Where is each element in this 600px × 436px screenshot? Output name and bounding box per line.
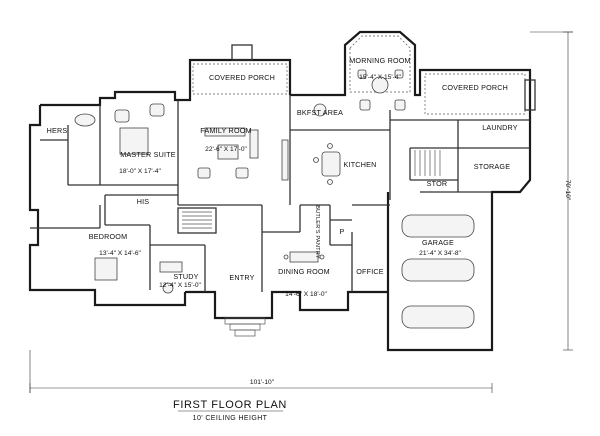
exterior-walls xyxy=(28,30,532,352)
label-family-room: FAMILY ROOM xyxy=(200,126,251,135)
dim-study: 12'-4" X 15'-0" xyxy=(159,282,201,289)
label-dining-room: DINING ROOM xyxy=(278,267,330,276)
label-bkfst-area: BKFST AREA xyxy=(297,108,343,117)
label-morning-room: MORNING ROOM xyxy=(349,56,411,65)
overall-width-dimension: 101'-10" xyxy=(29,350,493,393)
dim-bedroom: 13'-4" X 14'-6" xyxy=(99,250,141,257)
label-office: OFFICE xyxy=(356,267,384,276)
plan-title-block: FIRST FLOOR PLAN 10' CEILING HEIGHT xyxy=(173,399,287,422)
stairs xyxy=(182,150,441,229)
label-laundry: LAUNDRY xyxy=(482,123,518,132)
label-butlers-pantry: BUTLER'S PANTRY xyxy=(314,205,320,259)
label-bedroom: BEDROOM xyxy=(89,232,128,241)
room-labels: HERS MASTER SUITE 18'-0" X 17'-4" HIS FA… xyxy=(47,56,518,298)
porch-edges xyxy=(192,35,536,115)
label-kitchen: KITCHEN xyxy=(344,160,377,169)
interior-walls xyxy=(30,95,530,292)
dim-master-suite: 18'-0" X 17'-4" xyxy=(119,168,161,175)
furniture xyxy=(74,69,475,337)
label-master-suite: MASTER SUITE xyxy=(120,150,176,159)
dim-overall-depth: 70'-10" xyxy=(564,180,571,201)
label-storage: STORAGE xyxy=(474,162,510,171)
label-his: HIS xyxy=(137,197,150,206)
label-stor: STOR xyxy=(427,179,448,188)
dim-family-room: 22'-6" X 17'-0" xyxy=(205,146,247,153)
label-entry: ENTRY xyxy=(229,273,254,282)
dim-garage: 21'-4" X 34'-8" xyxy=(419,250,461,257)
label-study: STUDY xyxy=(173,272,198,281)
overall-depth-dimension: 70'-10" xyxy=(530,31,573,351)
plan-title: FIRST FLOOR PLAN xyxy=(173,399,287,411)
dim-overall-width: 101'-10" xyxy=(250,379,275,386)
plan-subtitle: 10' CEILING HEIGHT xyxy=(193,415,268,422)
label-powder: P xyxy=(340,227,345,236)
label-garage: GARAGE xyxy=(422,238,454,247)
label-hers: HERS xyxy=(47,126,68,135)
label-covered-porch-right: COVERED PORCH xyxy=(442,83,508,92)
dim-morning-room: 15'-4" X 15'-4" xyxy=(359,74,401,81)
dim-dining-room: 14'-6" X 18'-0" xyxy=(285,291,327,298)
label-covered-porch-left: COVERED PORCH xyxy=(209,73,275,82)
